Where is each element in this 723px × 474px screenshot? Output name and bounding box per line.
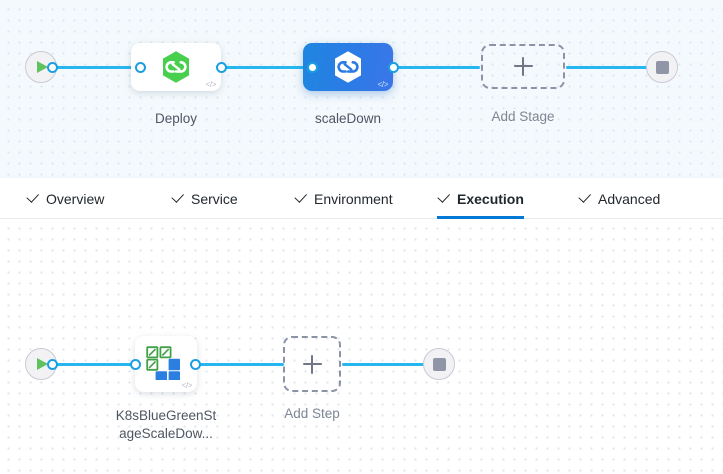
stage-canvas[interactable]: </> Deploy </> scaleDown Add Stage bbox=[0, 0, 723, 178]
tab-label: Overview bbox=[46, 190, 105, 207]
step-node-k8s-bluegreen-scaledown[interactable]: </> bbox=[135, 336, 197, 392]
edge-start-to-step bbox=[52, 363, 140, 366]
tab-environment[interactable]: Environment bbox=[294, 178, 393, 219]
k8s-scale-squares-icon bbox=[146, 346, 180, 380]
connector-dot-deploy-out[interactable] bbox=[216, 61, 227, 73]
connector-dot-start[interactable] bbox=[47, 61, 58, 73]
step-code-badge[interactable]: </> bbox=[181, 381, 193, 390]
play-icon bbox=[37, 61, 48, 73]
edge-start-to-deploy bbox=[52, 66, 140, 69]
tab-advanced[interactable]: Advanced bbox=[578, 178, 660, 219]
play-icon bbox=[37, 358, 48, 370]
stage-code-badge[interactable]: </> bbox=[377, 80, 389, 89]
tab-label: Environment bbox=[314, 190, 393, 207]
stage-label-deploy: Deploy bbox=[154, 111, 198, 126]
step-end-node[interactable] bbox=[423, 348, 455, 380]
add-step-button[interactable] bbox=[283, 336, 341, 392]
harness-hexagon-icon bbox=[163, 51, 189, 83]
check-icon bbox=[294, 192, 307, 205]
add-step-label: Add Step bbox=[284, 406, 340, 421]
stop-icon bbox=[655, 60, 669, 74]
connector-dot-scaledown-in[interactable] bbox=[307, 61, 318, 73]
tab-service[interactable]: Service bbox=[171, 178, 238, 219]
tab-overview[interactable]: Overview bbox=[26, 178, 104, 219]
check-icon bbox=[437, 192, 450, 205]
connector-dot-step-out[interactable] bbox=[190, 358, 201, 370]
stage-code-badge[interactable]: </> bbox=[205, 80, 217, 89]
stage-node-scaledown[interactable]: </> bbox=[303, 43, 393, 91]
stop-icon bbox=[432, 357, 446, 371]
edge-addstage-to-end bbox=[566, 66, 654, 69]
tab-label: Advanced bbox=[598, 190, 661, 207]
edge-scaledown-to-addstage bbox=[396, 66, 480, 69]
connector-dot-step-in[interactable] bbox=[130, 358, 141, 370]
stage-label-scaledown: scaleDown bbox=[314, 111, 382, 126]
tab-label: Service bbox=[191, 190, 238, 207]
harness-hexagon-icon bbox=[335, 51, 361, 83]
stage-config-tabbar: Overview Service Environment Execution A… bbox=[0, 178, 723, 219]
stage-node-deploy[interactable]: </> bbox=[131, 43, 221, 91]
execution-steps-canvas[interactable]: </> K8sBlueGreenSt ageScaleDow... Add St… bbox=[0, 219, 723, 474]
check-icon bbox=[171, 192, 184, 205]
connector-dot-step-start[interactable] bbox=[47, 358, 58, 370]
edge-step-to-addstep bbox=[194, 363, 284, 366]
tab-label: Execution bbox=[457, 190, 524, 207]
plus-icon bbox=[513, 57, 533, 76]
connector-dot-deploy-in[interactable] bbox=[135, 61, 146, 73]
step-label-k8s-bluegreen-scaledown: K8sBlueGreenSt ageScaleDow... bbox=[115, 408, 217, 441]
edge-deploy-to-scaledown bbox=[222, 66, 310, 69]
check-icon bbox=[26, 192, 39, 205]
add-stage-label: Add Stage bbox=[491, 109, 555, 124]
stage-end-node[interactable] bbox=[646, 51, 678, 83]
check-icon bbox=[578, 192, 591, 205]
tab-execution[interactable]: Execution bbox=[437, 178, 524, 219]
connector-dot-scaledown-out[interactable] bbox=[388, 61, 399, 73]
plus-icon bbox=[302, 354, 322, 374]
add-stage-button[interactable] bbox=[481, 44, 565, 89]
edge-addstep-to-end bbox=[342, 363, 430, 366]
